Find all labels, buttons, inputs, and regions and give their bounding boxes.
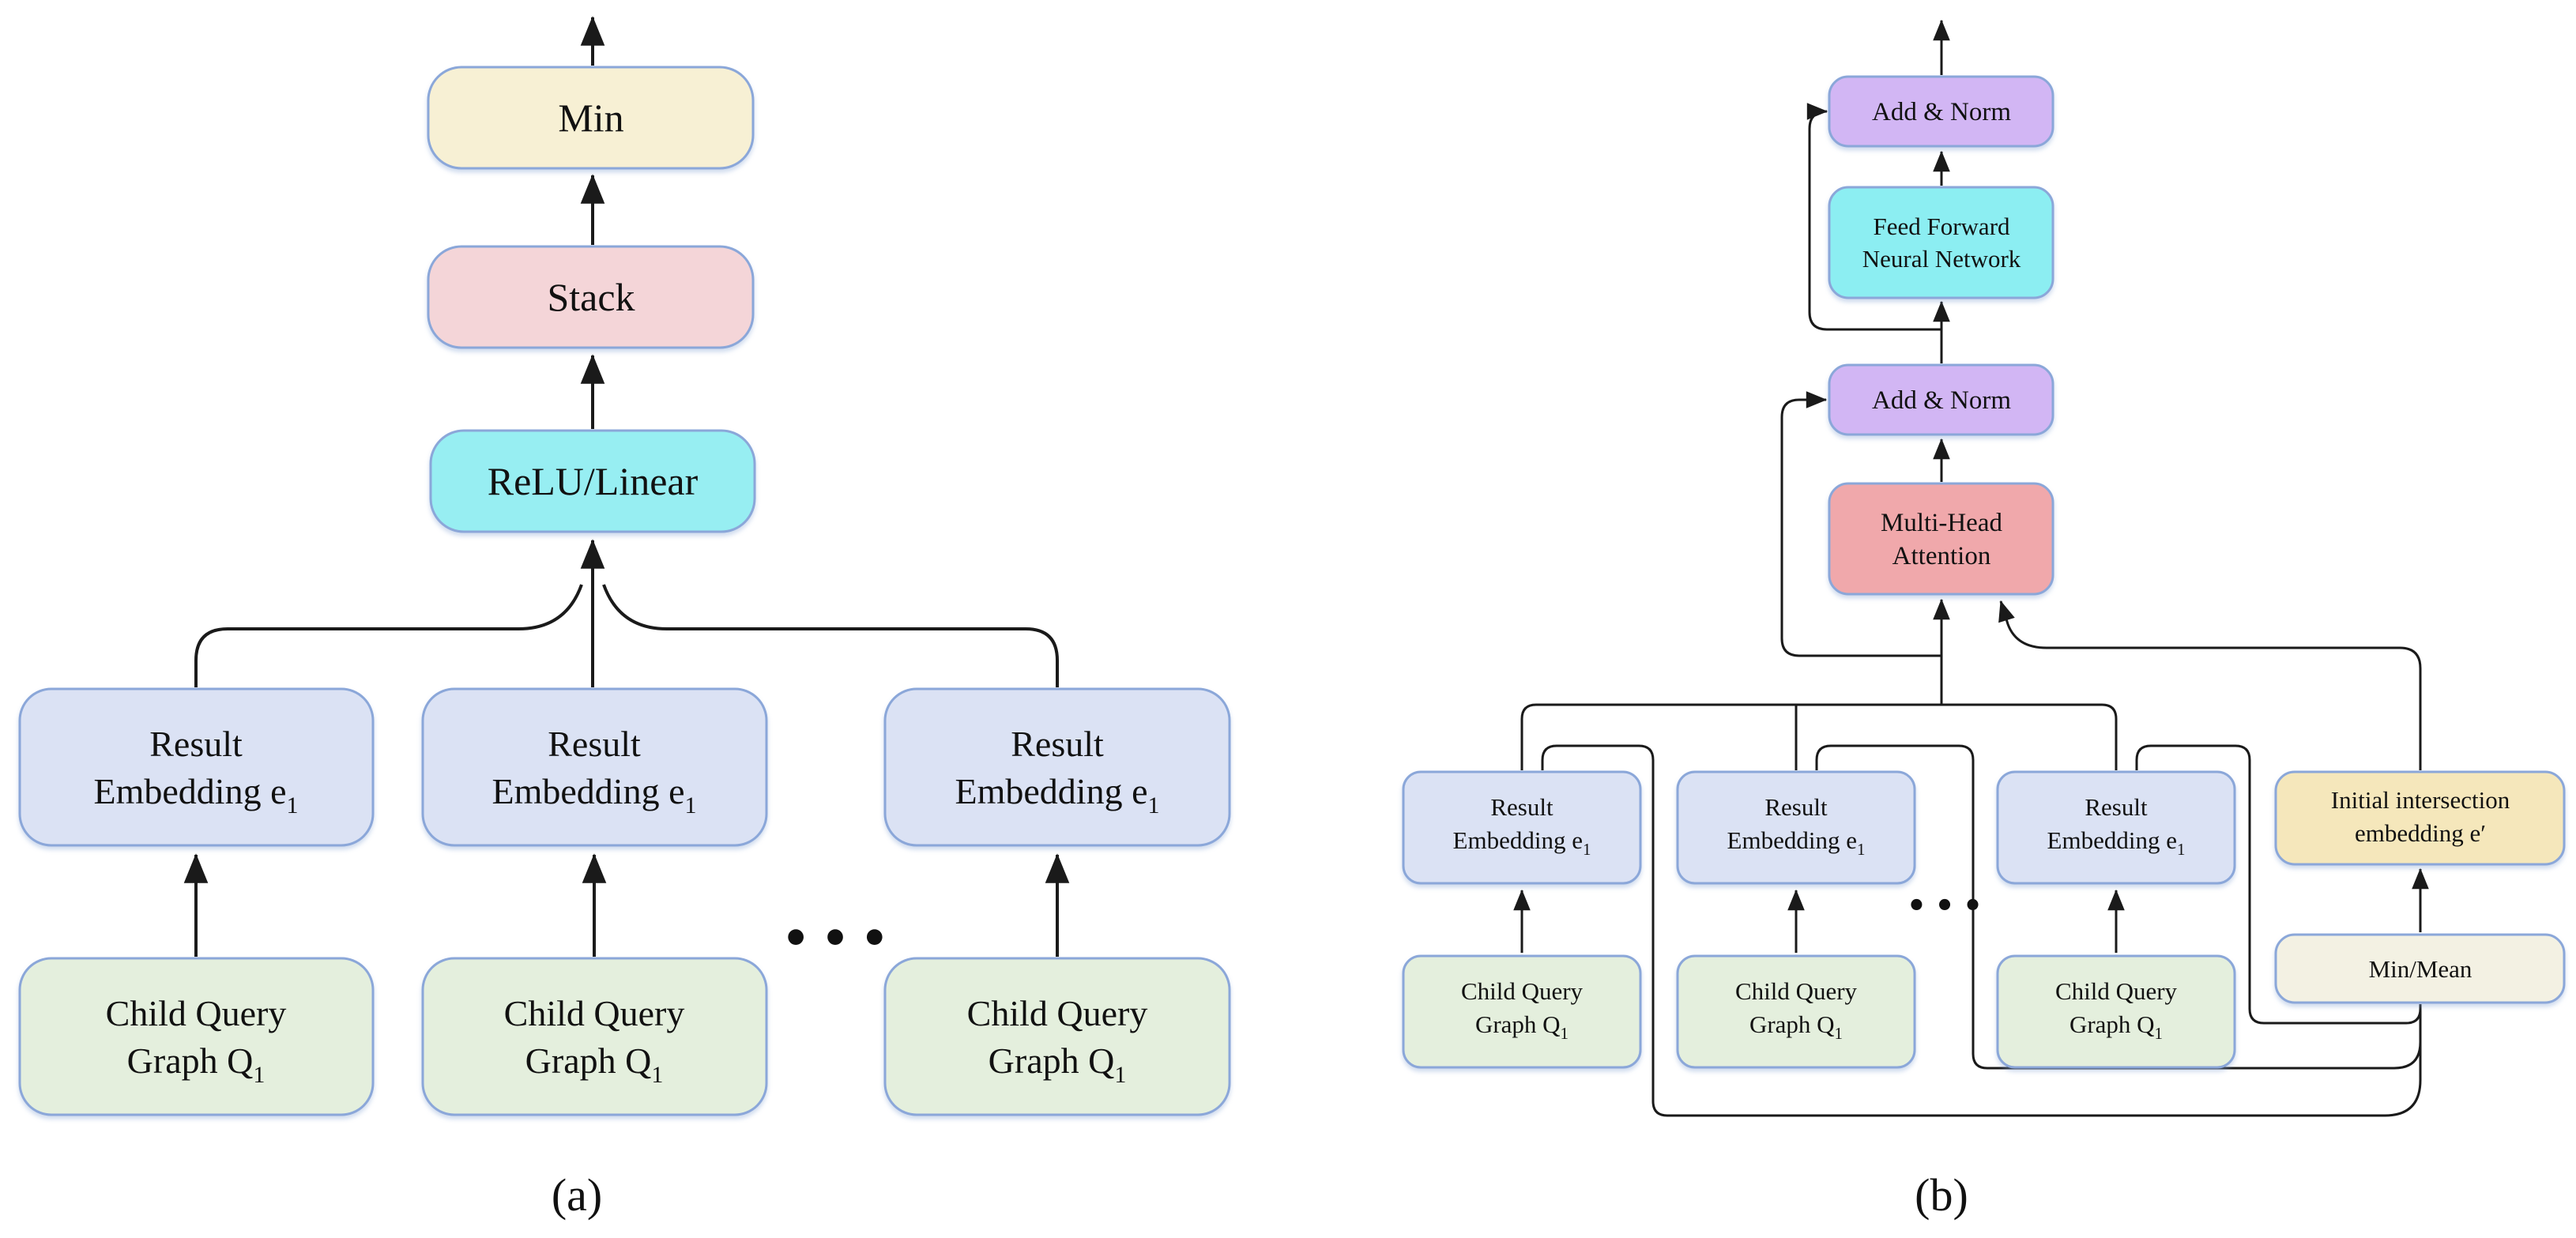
- feed-forward-box-b: [1828, 186, 2054, 299]
- stack-label-a: Stack: [547, 275, 635, 319]
- caption-b: (b): [1915, 1169, 1968, 1221]
- result-embedding-label2-a2: Embedding e1: [492, 771, 697, 818]
- initial-intersection-box-b: [2274, 770, 2566, 866]
- relu-linear-box-a: [429, 429, 756, 533]
- result-embedding-box-b2: [1676, 770, 1916, 885]
- edge-initial-to-mha-b: [1998, 600, 2422, 770]
- panel-a: Min Stack ReLU/Linear Result Embedding e…: [18, 16, 1231, 1221]
- ellipsis-b: •••: [1907, 888, 1991, 924]
- child-query-label-b2: Child Query: [1735, 977, 1858, 1005]
- child-query-box-b3: [1996, 954, 2236, 1069]
- result-embedding-label-a3: Result: [1011, 724, 1104, 764]
- child-query-box-a2: [421, 957, 768, 1116]
- initial-intersection-label-b: Initial intersection: [2331, 786, 2510, 814]
- add-norm-top-label-b: Add & Norm: [1872, 98, 2011, 126]
- initial-intersection-label2-b: embedding e′: [2355, 819, 2486, 847]
- multi-head-attention-label2-b: Attention: [1892, 542, 1991, 570]
- child-query-label2-b3: Graph Q1: [2069, 1010, 2163, 1043]
- result-embedding-label-b2: Result: [1764, 793, 1828, 821]
- min-box-a: [427, 66, 755, 170]
- result-embedding-label2-b2: Embedding e1: [1727, 826, 1866, 859]
- min-label-a: Min: [558, 96, 623, 140]
- hook-result2-to-minmean-b: [1815, 744, 2422, 1070]
- result-embedding-box-b1: [1402, 770, 1642, 885]
- result-embedding-label2-a3: Embedding e1: [955, 771, 1160, 818]
- child-query-box-a3: [883, 957, 1231, 1116]
- child-query-label2-b1: Graph Q1: [1475, 1010, 1569, 1043]
- child-query-label-b3: Child Query: [2055, 977, 2178, 1005]
- child-query-label-a1: Child Query: [106, 993, 287, 1033]
- merge-branch-right-a: [602, 584, 1059, 687]
- result-embedding-label-a2: Result: [548, 724, 641, 764]
- child-query-label2-a3: Graph Q1: [989, 1040, 1127, 1088]
- relu-linear-label-a: ReLU/Linear: [488, 459, 699, 503]
- min-mean-label-b: Min/Mean: [2369, 955, 2472, 983]
- child-query-label2-b2: Graph Q1: [1749, 1010, 1843, 1043]
- ellipsis-a: •••: [781, 913, 899, 965]
- caption-a: (a): [552, 1169, 602, 1221]
- result-embedding-label-b3: Result: [2085, 793, 2148, 821]
- hook-result1-to-minmean-b: [1541, 744, 2422, 1117]
- result-embedding-box-b3: [1996, 770, 2236, 885]
- multi-head-attention-box-b: [1828, 482, 2054, 596]
- skip-connection-to-addnorm-mid-b: [1780, 391, 1941, 657]
- multi-head-attention-label-b: Multi-Head: [1881, 509, 2002, 537]
- result-embedding-label-b1: Result: [1490, 793, 1554, 821]
- result-embedding-label2-b3: Embedding e1: [2047, 826, 2186, 859]
- merge-branch-left-a: [194, 584, 583, 687]
- add-norm-mid-box-b: [1828, 363, 2054, 436]
- result-embedding-box-a2: [421, 687, 768, 847]
- child-query-box-a1: [18, 957, 375, 1116]
- skip-connection-to-addnorm-top-b: [1806, 103, 1941, 331]
- add-norm-mid-label-b: Add & Norm: [1872, 386, 2011, 415]
- child-query-label2-a1: Graph Q1: [127, 1040, 266, 1088]
- panel-b: Add & Norm Feed Forward Neural Network A…: [1402, 19, 2566, 1221]
- child-query-label-a2: Child Query: [504, 993, 685, 1033]
- result-embedding-label2-b1: Embedding e1: [1453, 826, 1591, 859]
- hook-result3-to-minmean-b: [2135, 744, 2422, 1025]
- bus-top-result-to-trunk-b: [1520, 703, 2118, 770]
- child-query-label2-a2: Graph Q1: [525, 1040, 664, 1088]
- add-norm-top-box-b: [1828, 75, 2054, 148]
- feed-forward-label-b: Feed Forward: [1873, 213, 2010, 240]
- child-query-box-b1: [1402, 954, 1642, 1069]
- result-embedding-box-a1: [18, 687, 375, 847]
- child-query-label-b1: Child Query: [1461, 977, 1584, 1005]
- stack-box-a: [427, 245, 755, 349]
- result-embedding-label-a1: Result: [149, 724, 243, 764]
- result-embedding-box-a3: [883, 687, 1231, 847]
- min-mean-box-b: [2274, 933, 2566, 1004]
- child-query-box-b2: [1676, 954, 1916, 1069]
- feed-forward-label2-b: Neural Network: [1862, 245, 2021, 273]
- child-query-label-a3: Child Query: [967, 993, 1148, 1033]
- result-embedding-label2-a1: Embedding e1: [94, 771, 299, 818]
